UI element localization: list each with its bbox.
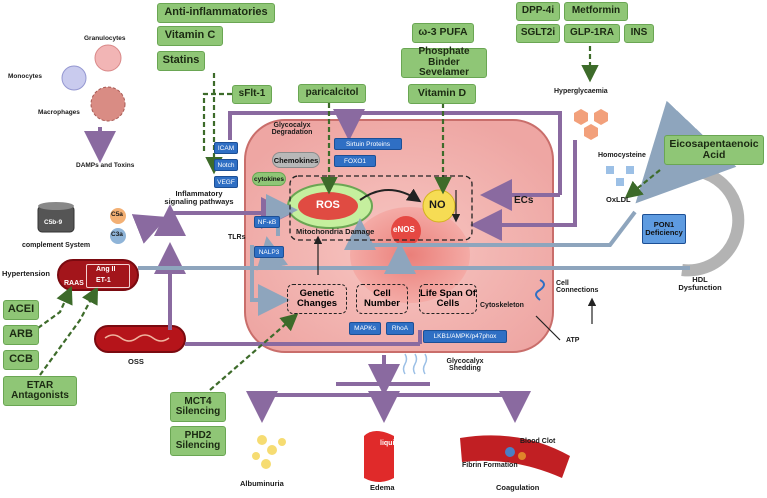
label-complement: complement System — [22, 242, 91, 249]
ros-core — [298, 192, 358, 220]
drug-sflt1: sFlt-1 — [232, 85, 272, 104]
label-granulocytes: Granulocytes — [84, 35, 126, 42]
drug-vitamin-c: Vitamin C — [157, 26, 223, 46]
label-et1: ET-1 — [96, 277, 111, 284]
label-coagulation: Coagulation — [496, 483, 540, 492]
nfkb-box: NF-κB — [254, 216, 280, 228]
drug-arb: ARB — [3, 325, 39, 345]
label-ros: ROS — [316, 199, 340, 211]
edema-shape — [364, 431, 394, 482]
nalp3-box: NALP3 — [254, 246, 284, 258]
notch-box: Notch — [214, 159, 238, 171]
label-glycocalyx-degradation: Glycocalyx Degradation — [271, 122, 313, 137]
monocyte-cell — [61, 65, 87, 91]
label-homocysteine: Homocysteine — [598, 152, 646, 159]
label-macrophages: Macrophages — [38, 109, 80, 116]
label-tlrs: TLRs — [228, 234, 246, 241]
foxo1-box: FOXO1 — [334, 155, 376, 167]
label-monocytes: Monocytes — [8, 73, 42, 80]
label-inflammatory: Inflammatory signaling pathways — [164, 189, 234, 206]
label-hyperglycaemia: Hyperglycaemia — [554, 88, 608, 95]
label-cytoskeleton: Cytoskeleton — [480, 302, 524, 309]
enos-circle — [391, 216, 421, 246]
drug-ins: INS — [624, 24, 654, 43]
rhoa-box: RhoA — [386, 322, 414, 335]
cell-number-box: Cell Number — [356, 284, 408, 314]
hdl-cycle-arrow — [635, 100, 745, 277]
icam-box: ICAM — [214, 142, 238, 154]
sirtuin-box: Sirtuin Proteins — [334, 138, 402, 150]
raas-vessel-box — [86, 264, 130, 288]
coagulation-vessel — [460, 435, 570, 478]
mapks-box: MAPKs — [349, 322, 381, 335]
label-c3a: C3a — [111, 231, 123, 238]
label-enos: eNOS — [393, 225, 415, 234]
c3a-circle — [110, 228, 126, 244]
label-blood-clot: Blood Clot — [520, 438, 556, 445]
pon1-box: PON1 Deficiency — [642, 214, 686, 244]
lkb1-box: LKB1/AMPK/p47phox — [423, 330, 507, 343]
drug-epa: Eicosapentaenoic Acid — [664, 135, 764, 165]
oss-vessel — [94, 325, 186, 353]
drug-paricalcitol: paricalcitol — [298, 84, 366, 103]
vegf-box: VEGF — [214, 176, 238, 188]
label-ecs: ECs — [514, 195, 534, 206]
label-raas: RAAS — [64, 280, 84, 287]
drug-statins: Statins — [157, 51, 205, 71]
ros-to-no-arrow — [359, 188, 422, 203]
drug-glp1ra: GLP-1RA — [564, 24, 620, 43]
drug-sglt2i: SGLT2i — [516, 24, 560, 43]
label-oxldl: OxLDL — [606, 195, 631, 204]
label-oss: OSS — [128, 357, 144, 366]
label-hdl-dysfunction: HDL Dysfunction — [678, 275, 722, 292]
label-mito-damage: Mitochondria Damage — [296, 227, 375, 236]
cytokines-oval: cytokines — [252, 172, 286, 186]
drug-anti-inflammatories: Anti-inflammatories — [157, 3, 275, 23]
label-fibrin-formation: Fibrin Formation — [462, 462, 518, 469]
label-atp: ATP — [566, 337, 580, 344]
label-angii: Ang II — [96, 266, 116, 273]
life-span-box: Life Span Of Cells — [419, 284, 477, 314]
genetic-changes-box: Genetic Changes — [287, 284, 347, 314]
drug-metformin: Metformin — [564, 2, 628, 21]
drug-sevelamer: Phosphate Binder Sevelamer — [401, 47, 487, 78]
drug-phd2: PHD2 Silencing — [170, 426, 226, 456]
label-no: NO — [429, 199, 446, 211]
drug-dpp4i: DPP-4i — [516, 2, 560, 21]
chemokines-oval: Chemokines — [272, 152, 320, 168]
drug-ccb: CCB — [3, 350, 39, 370]
drug-omega3: ω-3 PUFA — [412, 23, 474, 43]
drug-etar: ETAR Antagonists — [3, 376, 77, 406]
label-albuminuria: Albuminuria — [240, 479, 284, 488]
drug-mct4: MCT4 Silencing — [170, 392, 226, 422]
label-liquid: liquid — [380, 440, 399, 447]
c5a-circle — [110, 208, 126, 224]
label-hypertension: Hypertension — [2, 269, 50, 278]
granulocyte-cell — [94, 44, 122, 72]
mitochondria-dashed-box — [289, 175, 473, 241]
label-c5a: C5a — [111, 211, 123, 218]
label-damps: DAMPs and Toxins — [76, 162, 135, 169]
label-c5b9: C5b-9 — [44, 219, 63, 226]
drug-vitamin-d: Vitamin D — [408, 84, 476, 104]
label-cell-connections: Cell Connections — [556, 280, 599, 295]
macrophage-cell — [90, 86, 126, 122]
label-edema: Edema — [370, 483, 395, 492]
label-glycocalyx-shedding: Glycocalyx Shedding — [446, 358, 484, 373]
drug-acei: ACEI — [3, 300, 39, 320]
